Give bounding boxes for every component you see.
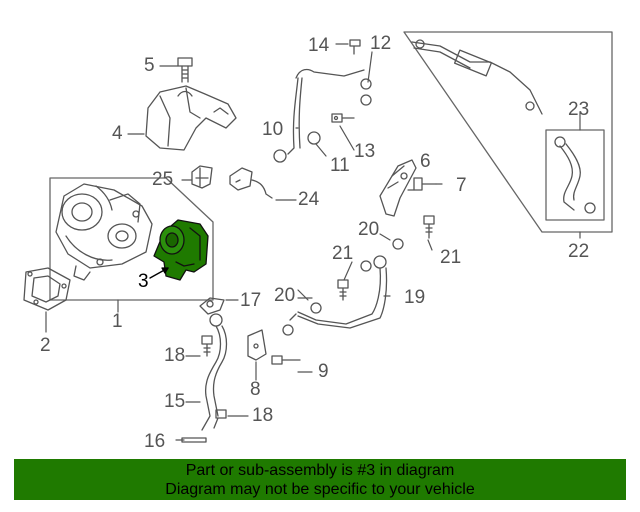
callout-21-upper: 21: [440, 247, 462, 268]
callout-9: 9: [318, 361, 329, 382]
callout-15: 15: [164, 391, 186, 412]
pipe-detail-panel: [403, 31, 613, 233]
callout-20-lower: 20: [274, 285, 296, 306]
egr-pipe-top-right: [411, 39, 543, 115]
callout-11: 11: [330, 155, 350, 176]
part-21-bolt-upper: [423, 215, 435, 239]
callout-14: 14: [308, 35, 330, 56]
part-18-bolt-upper: [201, 335, 213, 357]
callout-13: 13: [354, 141, 376, 162]
banner-line-disclaimer: Diagram may not be specific to your vehi…: [165, 481, 475, 498]
callout-24: 24: [298, 189, 320, 210]
part-3-actuator-highlighted: [153, 219, 209, 281]
leader-lines: [45, 43, 581, 441]
callout-18-lower: 18: [252, 405, 274, 426]
part-23-hose: [554, 136, 596, 214]
part-8-bracket: [247, 329, 267, 361]
parts-10-14-oil-line: [273, 39, 372, 163]
callout-22: 22: [568, 241, 590, 262]
part-7-bolt: [413, 177, 437, 191]
turbo-assembly-panel: [49, 177, 214, 301]
callout-1: 1: [112, 311, 123, 332]
callout-8: 8: [250, 379, 261, 400]
part-18-bolt-lower: [213, 409, 227, 429]
exploded-parts-drawing: [23, 31, 613, 443]
part-info-banner: Part or sub-assembly is #3 in diagram Di…: [14, 459, 626, 500]
callout-4: 4: [112, 123, 123, 144]
callout-10: 10: [262, 119, 284, 140]
callout-20-upper: 20: [358, 219, 380, 240]
part-16-gasket: [181, 437, 207, 443]
callout-17: 17: [240, 290, 262, 311]
callout-7: 7: [456, 175, 467, 196]
part-9-bolt: [271, 355, 301, 365]
callout-23: 23: [568, 99, 590, 120]
callout-21-lower: 21: [332, 243, 354, 264]
part-17-gasket: [199, 297, 225, 315]
part-1-turbocharger: [55, 183, 153, 281]
part-4-heat-shield: [145, 85, 237, 151]
part-5-bolt: [177, 57, 193, 83]
callout-2: 2: [40, 335, 51, 356]
banner-line-part-number: Part or sub-assembly is #3 in diagram: [185, 462, 455, 479]
part-2-gasket: [23, 267, 71, 311]
part-20-washer-lower: [310, 302, 322, 314]
callout-5: 5: [144, 55, 155, 76]
callout-3: 3: [138, 271, 149, 292]
part-25-bracket: [191, 165, 213, 189]
part-19-pipe: [289, 255, 388, 329]
part-6-bracket: [379, 159, 417, 217]
callout-6: 6: [420, 151, 431, 172]
callout-12: 12: [370, 33, 392, 54]
part-15-pipe: [201, 313, 228, 431]
part-20-washer-upper: [392, 238, 404, 250]
callout-25: 25: [152, 169, 174, 190]
part-24-sensor: [229, 167, 273, 199]
callout-16: 16: [144, 431, 166, 452]
callout-19: 19: [404, 287, 426, 308]
hose-detail-box: [545, 129, 605, 221]
part-21-bolt-lower: [337, 279, 349, 301]
callout-18-upper: 18: [164, 345, 186, 366]
